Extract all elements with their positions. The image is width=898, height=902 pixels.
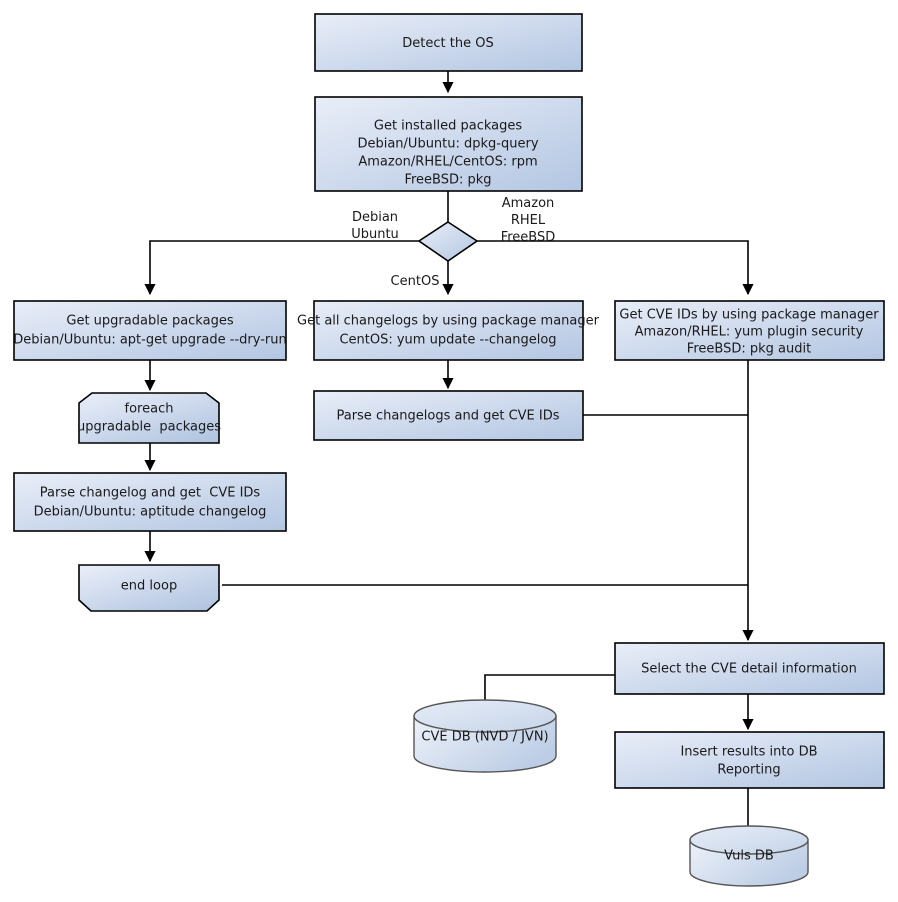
edge-label-debian-ubuntu: Debian Ubuntu — [351, 210, 399, 242]
edge-label-amazon-rhel-freebsd: Amazon RHEL FreeBSD — [501, 196, 556, 245]
node-foreach-line-1: upgradable packages — [77, 420, 221, 435]
node-get-installed-packages[interactable]: Get installed packages Debian/Ubuntu: dp… — [314, 96, 583, 192]
edge-label-centos-text: CentOS — [391, 274, 440, 289]
node-installed-line-1: Debian/Ubuntu: dpkg-query — [357, 137, 538, 152]
node-vulsdb-line-0: Vuls DB — [724, 849, 774, 864]
node-cve-db[interactable]: CVE DB (NVD / JVN) — [413, 699, 557, 773]
node-parse-changelog-single[interactable]: Parse changelog and get CVE IDs Debian/U… — [13, 472, 287, 532]
node-installed-line-3: FreeBSD: pkg — [404, 173, 491, 188]
node-selectcve-line-0: Select the CVE detail information — [641, 662, 857, 677]
node-foreach-line-0: foreach — [125, 402, 174, 417]
node-parse-changelogs-cve[interactable]: Parse changelogs and get CVE IDs — [313, 390, 584, 441]
node-get-all-changelogs[interactable]: Get all changelogs by using package mana… — [297, 300, 600, 361]
node-vuls-db[interactable]: Vuls DB — [689, 825, 809, 887]
node-parse-single-line-0: Parse changelog and get CVE IDs — [40, 486, 261, 501]
edge-label-centos: CentOS — [391, 274, 440, 289]
node-detect-os[interactable]: Detect the OS — [314, 13, 583, 72]
node-parse-single-line-1: Debian/Ubuntu: aptitude changelog — [34, 505, 267, 520]
node-insert-line-0: Insert results into DB — [680, 745, 817, 760]
edge-label-amazon: Amazon — [502, 196, 555, 211]
edge-decision-to-cveids — [477, 240, 754, 296]
edge-decision-to-upgradable — [144, 240, 419, 296]
node-changelogs-line-0: Get all changelogs by using package mana… — [297, 314, 600, 329]
node-endloop-line-0: end loop — [121, 579, 177, 594]
edge-label-ubuntu: Ubuntu — [351, 227, 399, 242]
node-cveids-line-1: Amazon/RHEL: yum plugin security — [635, 325, 864, 340]
node-changelogs-line-1: CentOS: yum update --changelog — [339, 333, 556, 348]
node-cveids-line-2: FreeBSD: pkg audit — [687, 342, 811, 357]
edge-label-debian: Debian — [352, 210, 398, 225]
node-os-decision[interactable] — [417, 221, 479, 262]
node-parsecve-line-0: Parse changelogs and get CVE IDs — [336, 409, 559, 424]
node-upgradable-line-1: Debian/Ubuntu: apt-get upgrade --dry-run — [13, 333, 286, 348]
node-cveids-line-0: Get CVE IDs by using package manager — [619, 308, 879, 323]
node-detect-os-line-0: Detect the OS — [402, 36, 493, 51]
node-installed-line-0: Get installed packages — [374, 119, 522, 134]
node-select-cve-detail[interactable]: Select the CVE detail information — [614, 642, 885, 695]
edge-label-rhel: RHEL — [511, 213, 546, 228]
node-foreach-loop-start[interactable]: foreach upgradable packages — [77, 392, 221, 444]
node-insert-results-db[interactable]: Insert results into DB Reporting — [614, 731, 885, 789]
node-cvedb-line-0: CVE DB (NVD / JVN) — [421, 730, 548, 745]
node-installed-line-2: Amazon/RHEL/CentOS: rpm — [358, 155, 537, 170]
node-upgradable-line-0: Get upgradable packages — [66, 314, 233, 329]
node-get-cve-ids-pkgmgr[interactable]: Get CVE IDs by using package manager Ama… — [614, 300, 885, 361]
node-get-upgradable-packages[interactable]: Get upgradable packages Debian/Ubuntu: a… — [13, 300, 287, 361]
node-insert-line-1: Reporting — [717, 763, 780, 778]
node-end-loop[interactable]: end loop — [78, 564, 220, 612]
edge-label-freebsd: FreeBSD — [501, 230, 556, 245]
